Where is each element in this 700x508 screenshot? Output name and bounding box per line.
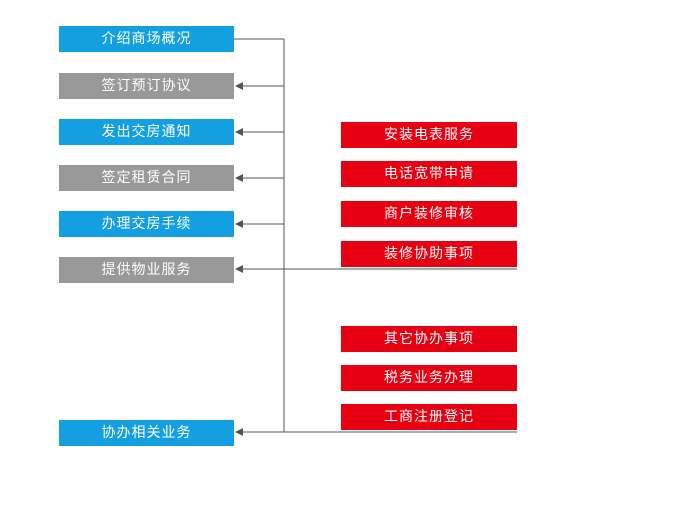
step-intro-mall: 介绍商场概况	[59, 26, 234, 52]
business-registration: 工商注册登记	[341, 404, 517, 430]
business-other: 其它协办事项	[341, 326, 517, 352]
step-sign-lease: 签定租赁合同	[59, 165, 234, 191]
service-meter-install: 安装电表服务	[341, 122, 517, 148]
step-property-services: 提供物业服务	[59, 257, 234, 283]
service-renovation-review: 商户装修审核	[341, 201, 517, 227]
service-broadband: 电话宽带申请	[341, 161, 517, 187]
step-handover-notice: 发出交房通知	[59, 119, 234, 145]
step-handover-procedures: 办理交房手续	[59, 211, 234, 237]
step-related-business: 协办相关业务	[59, 420, 234, 446]
service-renovation-assist: 装修协助事项	[341, 241, 517, 267]
business-tax: 税务业务办理	[341, 365, 517, 391]
step-sign-reservation: 签订预订协议	[59, 73, 234, 99]
